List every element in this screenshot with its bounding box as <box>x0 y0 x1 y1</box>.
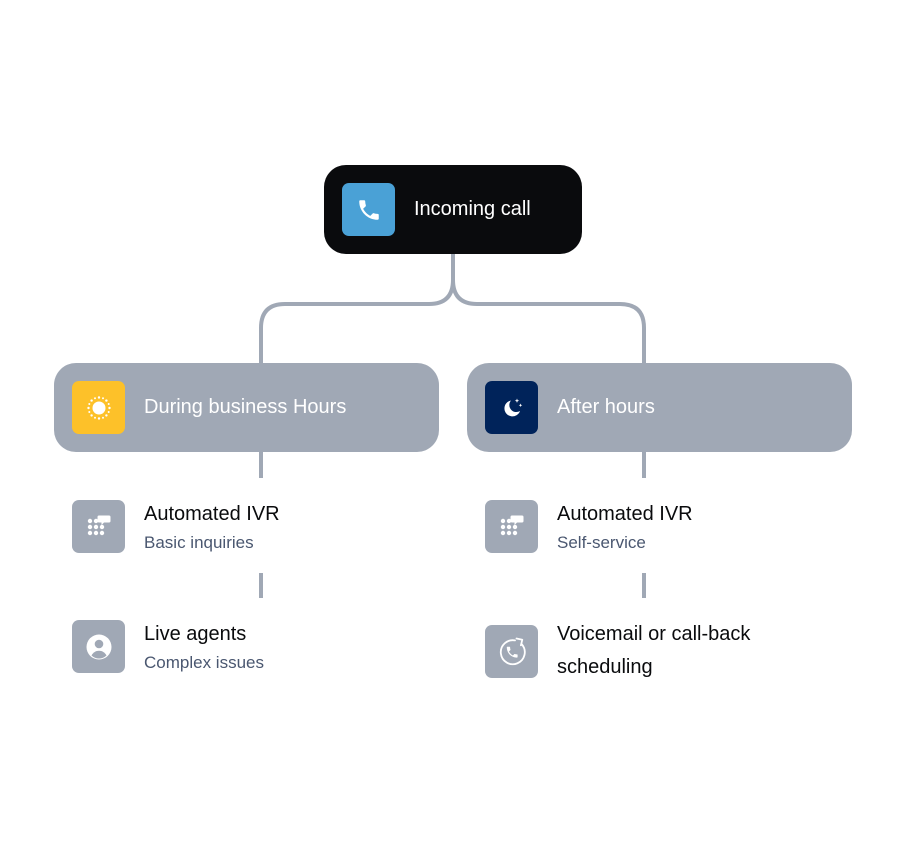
user-circle-icon <box>72 620 125 673</box>
business-ivr-title: Automated IVR <box>144 503 280 525</box>
voicemail-title-line-1: Voicemail or call-back <box>557 623 751 645</box>
sun-icon <box>72 381 125 434</box>
after-hours-ivr-title: Automated IVR <box>557 503 693 525</box>
live-agents-subtitle: Complex issues <box>144 653 264 672</box>
moon-stars-icon <box>485 381 538 434</box>
business-hours-node: During business Hours <box>54 363 439 452</box>
keypad-chat-icon <box>485 500 538 553</box>
connector-root-to-after-hours <box>451 279 646 363</box>
voicemail-title-line-2: scheduling <box>557 656 653 678</box>
live-agents-title: Live agents <box>144 623 247 645</box>
after-hours-label: After hours <box>557 396 655 418</box>
business-ivr-subtitle: Basic inquiries <box>144 533 254 552</box>
after-hours-ivr-subtitle: Self-service <box>557 533 646 552</box>
phone-icon <box>342 183 395 236</box>
business-hours-label: During business Hours <box>144 396 347 418</box>
after-hours-node: After hours <box>467 363 852 452</box>
connector-root-to-business-hours <box>259 254 455 363</box>
keypad-chat-icon <box>72 500 125 553</box>
incoming-call-label: Incoming call <box>414 198 531 220</box>
incoming-call-node: Incoming call <box>324 165 582 254</box>
phone-callback-icon <box>485 625 538 678</box>
